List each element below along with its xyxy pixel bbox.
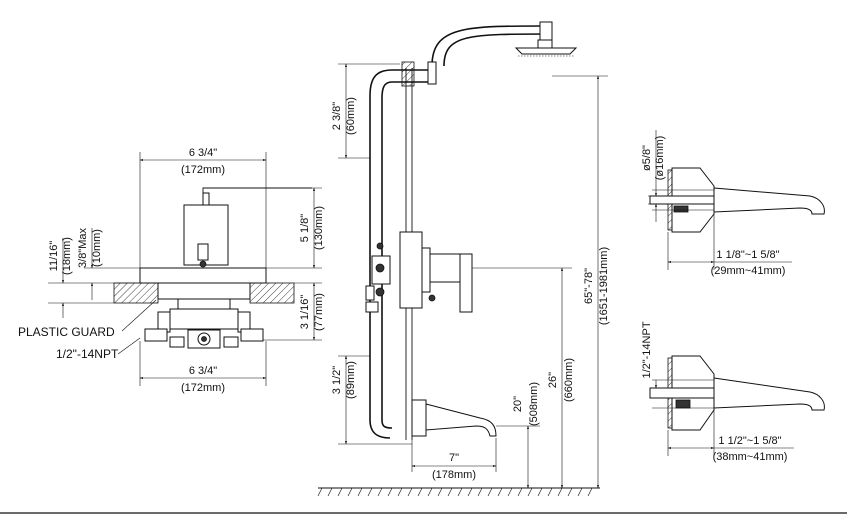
side-spout-to-floor: 20" [512,396,524,412]
valve-depth-below: 3 1/16" [299,295,311,330]
spout-detail-top: ø5/8" (ø16mm) 1 1/8"~1 5/8" (29mm~41mm) [641,130,825,277]
valve-front-view: 6 3/4" (172mm) 5 1/8" (130mm) [18,147,325,394]
valve-top-width: 6 3/4" [189,147,217,159]
spout-detail-bottom: 1/2"-14NPT 1 1/2"~1 5/8" (38mm~41mm) [641,321,825,463]
side-spout-length-mm: (178mm) [432,469,476,481]
valve-depth-below-mm: (77mm) [313,293,325,331]
valve-left-dim-mm: (18mm) [61,237,73,275]
valve-bottom-width-mm: (172mm) [181,382,225,394]
valve-left-dim: 11/16" [48,241,60,272]
detail-bottom-npt: 1/2"-14NPT [641,321,653,378]
detail-bottom-range: 1 1/2"~1 5/8" [718,435,781,447]
plastic-guard-label: PLASTIC GUARD [18,325,115,339]
side-handle-to-floor-mm: (660mm) [563,358,575,402]
side-spout-length: 7" [449,452,459,464]
detail-top-dia-mm: (ø16mm) [654,136,666,181]
npt-label-valve: 1/2"-14NPT [56,347,119,361]
valve-handle-height-mm: (130mm) [313,206,325,250]
side-spout-offset: 3 1/2" [331,366,343,394]
detail-top-range: 1 1/8"~1 5/8" [716,249,779,261]
side-top-dim-mm: (60mm) [345,97,357,135]
valve-max-dim-mm: (10mm) [91,229,103,267]
detail-top-range-mm: (29mm~41mm) [711,265,786,277]
side-spout-offset-mm: (89mm) [345,361,357,399]
valve-handle-height: 5 1/8" [299,214,311,242]
valve-max-dim: 3/8"Max [77,228,89,268]
side-overall-mm: (1651-1981mm) [598,247,610,325]
detail-top-dia: ø5/8" [641,145,653,171]
side-overall: 65"-78" [583,268,595,304]
valve-bottom-width: 6 3/4" [189,365,217,377]
valve-top-width-mm: (172mm) [181,164,225,176]
detail-bottom-range-mm: (38mm~41mm) [713,451,788,463]
side-handle-to-floor: 26" [547,372,559,388]
side-top-dim: 2 3/8" [331,102,343,130]
shower-side-view: 2 3/8" (60mm) 3 1/2" (89mm) 7" (178mm) 2… [317,21,610,497]
side-spout-to-floor-mm: (508mm) [528,382,540,426]
